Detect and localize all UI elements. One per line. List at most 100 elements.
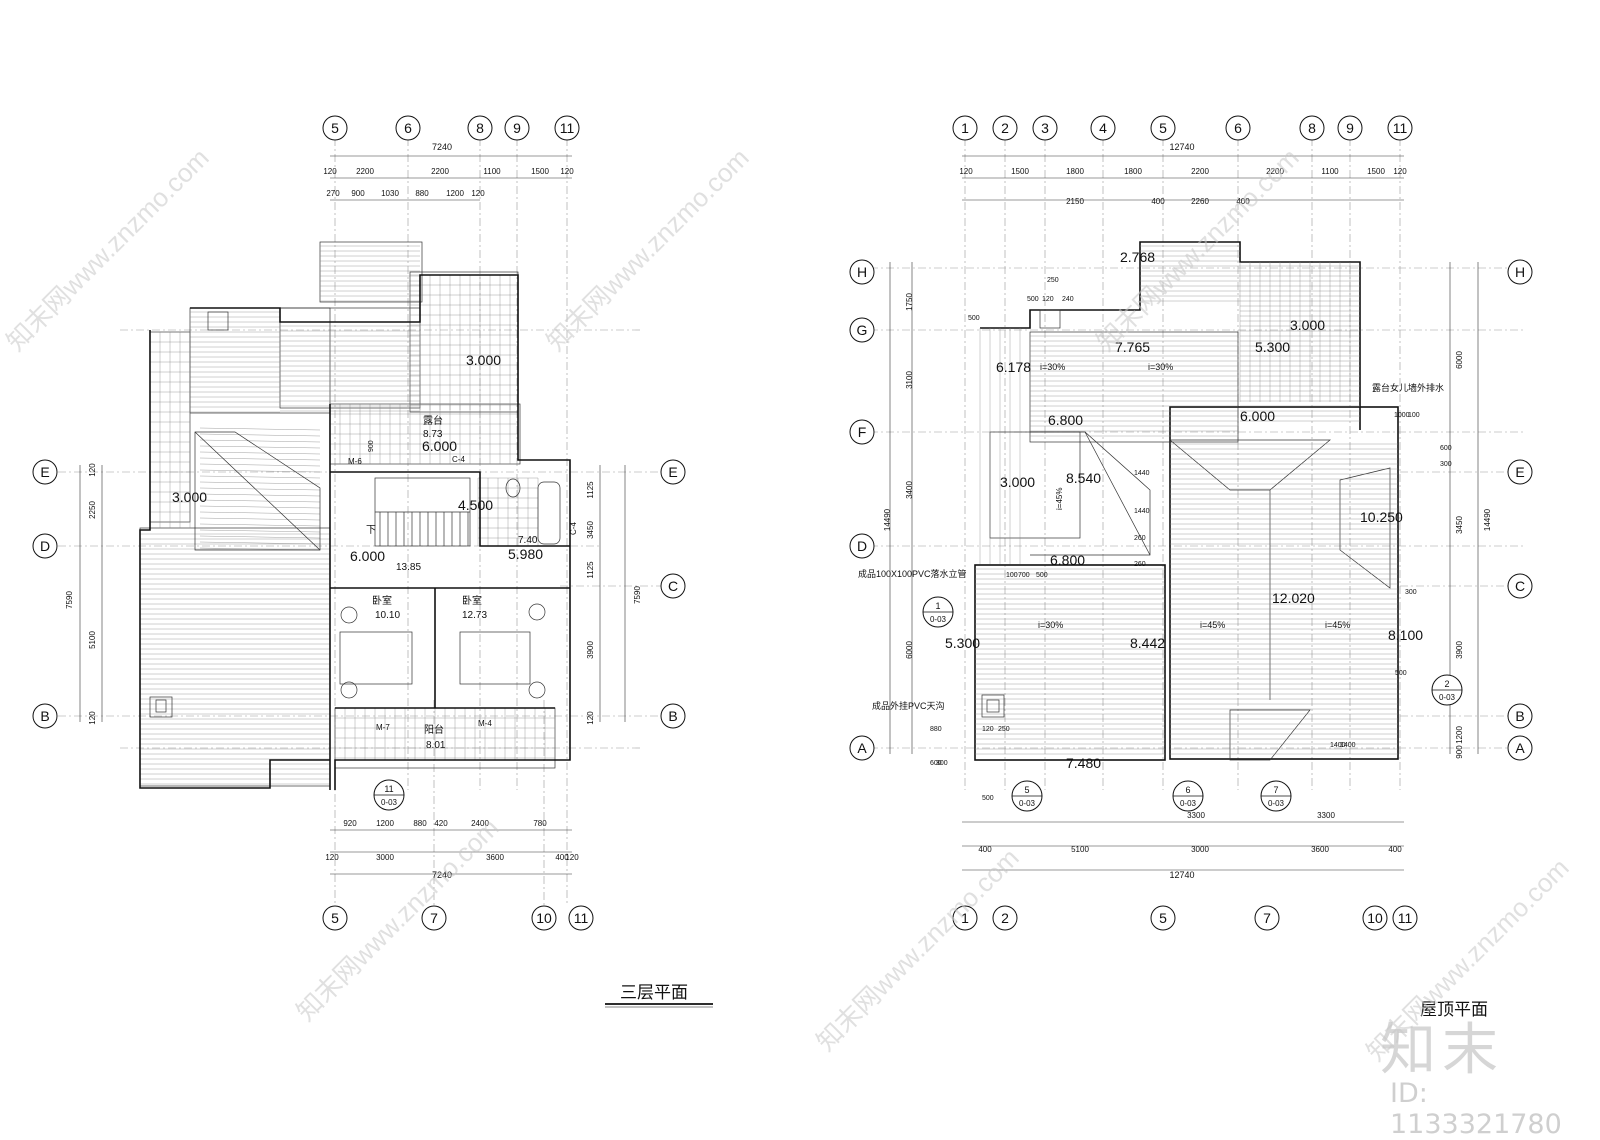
label-note-gutter: 成品外挂PVC天沟: [872, 700, 945, 711]
right-plan-title: 屋顶平面: [1420, 1000, 1488, 1020]
svg-text:11: 11: [1398, 910, 1413, 926]
right-grid-right-A: A: [1507, 735, 1533, 761]
left-grid-top-8: 8: [467, 115, 493, 141]
right-grid-bottom-1-0: 1: [952, 905, 978, 931]
svg-text:0-03: 0-03: [1180, 799, 1197, 808]
label-door-m7: M-7: [376, 723, 390, 732]
right-dim-right-3: 1200: [1455, 726, 1464, 744]
svg-text:6: 6: [1185, 785, 1190, 795]
right-small-dim-16: 300: [1405, 589, 1417, 596]
left-grid-bottom-7: 7: [421, 905, 447, 931]
svg-text:A: A: [857, 740, 867, 756]
label-area-7-40: 7.40: [518, 535, 538, 546]
right-small-dim-22: 300: [936, 760, 948, 767]
right-dim-top2-2: 2260: [1191, 197, 1209, 206]
right-dim-bot2-4: 400: [1388, 845, 1402, 854]
label-window-c4: C-4: [452, 455, 465, 464]
label-e5300-top: 5.300: [1255, 339, 1290, 355]
right-dim-bot2-1: 5100: [1071, 845, 1089, 854]
right-dim-bot-total: 12740: [1169, 870, 1194, 880]
label-e6000: 6.000: [1240, 408, 1275, 424]
right-small-dim-8: 300: [1440, 461, 1452, 468]
right-small-dim-6: 100: [1408, 412, 1420, 419]
left-grid-top-11: 11: [554, 115, 580, 141]
left-dim-bot1-2: 880: [413, 819, 427, 828]
label-slope-30-a: i=30%: [1040, 362, 1065, 372]
left-grid-left-E: E: [32, 459, 58, 485]
svg-text:5: 5: [1159, 120, 1167, 136]
left-dim-bot1-4: 2400: [471, 819, 489, 828]
right-grid-left-F: F: [849, 419, 875, 445]
left-tile-pattern: [149, 274, 556, 760]
svg-text:2: 2: [1001, 910, 1009, 926]
right-dim-right-1: 3450: [1455, 516, 1464, 534]
svg-text:7: 7: [430, 910, 438, 926]
right-small-dim-20: 250: [998, 726, 1010, 733]
svg-text:A: A: [1515, 740, 1525, 756]
svg-text:C: C: [1515, 578, 1525, 594]
left-roof-hatch: [140, 245, 420, 785]
right-dim-bot2-2: 3000: [1191, 845, 1209, 854]
svg-text:6: 6: [404, 120, 412, 136]
left-grid-left-D: D: [32, 533, 58, 559]
right-dim-left-3: 6000: [905, 641, 914, 659]
right-dim-bot1-0: 3300: [1187, 811, 1205, 820]
right-small-dim-15: 260: [1134, 561, 1146, 568]
svg-text:C: C: [668, 578, 678, 594]
left-dim-left-1: 2250: [88, 501, 97, 519]
left-dim-top1-5: 120: [560, 167, 574, 176]
right-dim-left-0: 1750: [905, 293, 914, 311]
label-elev-4500: 4.500: [458, 497, 493, 513]
right-small-dim-13: 1440: [1134, 470, 1150, 477]
left-dim-left-0: 120: [88, 463, 97, 477]
right-grid-top-1-0: 1: [952, 115, 978, 141]
svg-text:H: H: [857, 264, 867, 280]
right-small-dim-10: 700: [1018, 572, 1030, 579]
right-grid-bottom-10-4: 10: [1362, 905, 1388, 931]
left-dim-bot2-4: 120: [565, 853, 579, 862]
right-dim-bot1-1: 3300: [1317, 811, 1335, 820]
right-dim-top1-0: 120: [959, 167, 973, 176]
right-grid-bottom-11-5: 11: [1392, 905, 1418, 931]
right-grid-top-2-1: 2: [992, 115, 1018, 141]
right-dim-top-total: 12740: [1169, 142, 1194, 152]
right-plan: [870, 138, 1525, 871]
svg-text:0-03: 0-03: [1268, 799, 1285, 808]
left-dim-bot2-3: 400: [555, 853, 569, 862]
right-dim-bot2-0: 400: [978, 845, 992, 854]
right-section-ref-5: 50-03: [1011, 780, 1043, 812]
left-grid-bottom-11: 11: [568, 905, 594, 931]
right-grid-right-C: C: [1507, 573, 1533, 599]
watermark-logo: 知末: [1380, 1018, 1504, 1083]
right-section-ref-7: 70-03: [1260, 780, 1292, 812]
label-area-13-85: 13.85: [396, 562, 421, 573]
left-grid-right-B: B: [660, 703, 686, 729]
right-small-dim-18: 880: [930, 726, 942, 733]
svg-text:B: B: [1515, 708, 1524, 724]
label-door-m4: M-4: [478, 719, 492, 728]
svg-text:B: B: [40, 708, 49, 724]
right-dim-right-4: 900: [1455, 745, 1464, 759]
svg-text:B: B: [668, 708, 677, 724]
label-slope-30-c: i=30%: [1038, 620, 1063, 630]
label-dim-900: 900: [368, 440, 375, 452]
svg-text:D: D: [857, 538, 867, 554]
right-grid-right-E: E: [1507, 459, 1533, 485]
staircase: [374, 477, 471, 547]
left-dim-right-4: 120: [586, 711, 595, 725]
label-terrace-area: 8.73: [423, 429, 443, 440]
right-grid-top-11-8: 11: [1387, 115, 1413, 141]
right-grid-top-6-5: 6: [1225, 115, 1251, 141]
svg-text:8: 8: [1308, 120, 1316, 136]
svg-text:E: E: [668, 464, 677, 480]
label-slope-45-b: i=45%: [1325, 620, 1350, 630]
right-dim-top2-0: 2150: [1066, 197, 1084, 206]
right-small-dim-17: 500: [1395, 670, 1407, 677]
label-slope-45-c: i=45%: [1055, 488, 1064, 510]
right-grid-bottom-5-2: 5: [1150, 905, 1176, 931]
left-dim-top2-0: 270: [326, 189, 340, 198]
right-small-dim-24: 1400: [1340, 742, 1356, 749]
right-roof-hatch: [975, 245, 1398, 755]
right-small-dim-7: 600: [1440, 445, 1452, 452]
label-e6800-b: 6.800: [1050, 552, 1085, 568]
